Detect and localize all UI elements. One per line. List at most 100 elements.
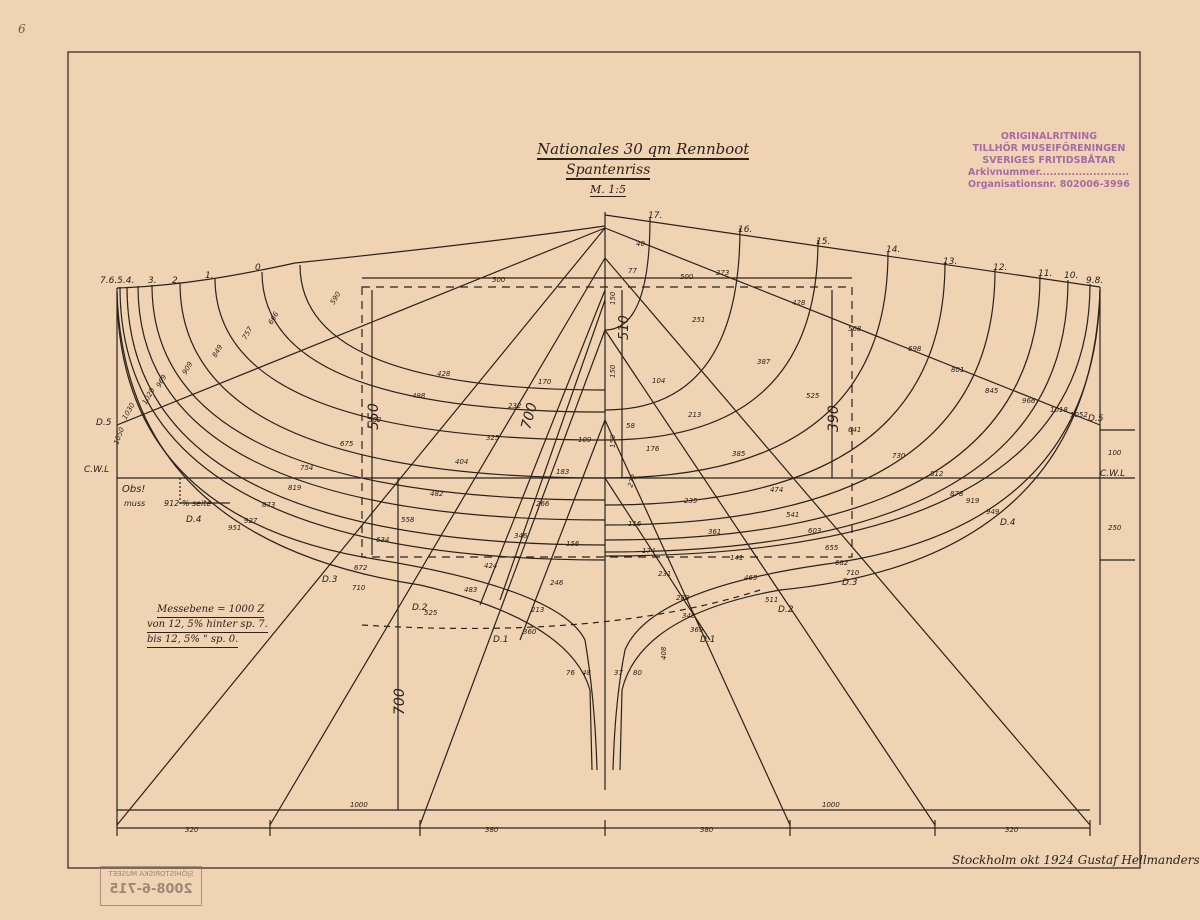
- offset-value: 754: [300, 464, 313, 472]
- offset-value: 37: [614, 669, 623, 677]
- offset-value: 408: [660, 646, 668, 660]
- offset-value: 525: [424, 609, 438, 617]
- waterline-label: C.W.L: [84, 465, 109, 475]
- offset-value: 909: [181, 360, 195, 376]
- archive-museum: SJÖHISTORISKA MUSEET: [108, 870, 194, 878]
- offset-value: 666: [267, 310, 281, 326]
- offset-value: 568: [848, 325, 862, 333]
- station-label: 17.: [648, 211, 662, 221]
- note-line: Messebene = 1000 Z: [157, 603, 265, 618]
- note-line: bis 12, 5% " sp. 0.: [147, 633, 239, 648]
- archive-stamp: SJÖHISTORISKA MUSEET 2008-6-715: [100, 866, 202, 906]
- offset-value: 812: [930, 470, 944, 478]
- diagonal-label: D.4: [1000, 518, 1016, 528]
- offset-value: 757: [241, 325, 255, 341]
- offset-value: 845: [985, 387, 999, 395]
- dimension-700-arrow: [479, 289, 606, 606]
- frame-line-right: [604, 217, 651, 331]
- diagonal-line: [604, 257, 1091, 826]
- dimension-label: 100: [1108, 449, 1122, 457]
- frame-line-left: [299, 264, 606, 391]
- offset-value: 675: [340, 440, 354, 448]
- offset-value: 109: [578, 436, 592, 444]
- dimension-label: 700: [392, 688, 408, 715]
- offset-value: 246: [550, 579, 564, 587]
- frame-line-right: [604, 251, 889, 479]
- offset-value: muss: [124, 499, 145, 508]
- station-label: 15.: [816, 237, 830, 247]
- diagonal-label: D.2: [778, 605, 794, 615]
- offset-value: 672: [354, 564, 368, 572]
- offset-value: 360: [523, 628, 537, 636]
- offset-value: 174: [642, 547, 655, 555]
- offset-value: 272: [626, 473, 638, 489]
- frame-line-right: [604, 283, 1091, 557]
- diagonal-line: [116, 227, 606, 426]
- stamp-line: SVERIGES FRITIDSBÅTAR: [982, 155, 1116, 166]
- dimension-label: 1000: [350, 801, 368, 809]
- offset-value: 1018: [1050, 406, 1068, 414]
- offset-value: 404: [455, 458, 468, 466]
- offset-value: 1050: [112, 426, 126, 446]
- signature: Stockholm okt 1924 Gustaf Hellmanders: [952, 853, 1200, 867]
- offset-value: 231: [658, 570, 671, 578]
- stamp-line: TILLHÖR MUSEIFÖRENINGEN: [972, 143, 1126, 154]
- offset-value: 849: [211, 343, 225, 359]
- frame-line-right: [604, 239, 819, 441]
- offset-value: 340: [682, 612, 696, 620]
- offset-value: 483: [464, 586, 477, 594]
- dimension-label: 250: [1108, 524, 1122, 532]
- offset-value: 525: [806, 392, 820, 400]
- dimension-700-arrow: [499, 299, 606, 601]
- diagonal-label: D.1: [700, 635, 716, 645]
- diagonal-label: D.5: [96, 418, 112, 428]
- offset-value: 235: [684, 497, 698, 505]
- frame-line-left: [126, 286, 606, 546]
- frame-line-left: [119, 286, 606, 561]
- frame-line-right-keel: [619, 289, 1101, 771]
- station-label: 10.: [1064, 271, 1078, 281]
- offset-value: 655: [825, 544, 839, 552]
- offset-value: 878: [950, 490, 964, 498]
- diagonal-label: D.3: [322, 575, 338, 585]
- offset-value: 927: [244, 517, 258, 525]
- offset-value: 424: [484, 562, 497, 570]
- frame-line-left: [214, 277, 606, 441]
- dimension-label: 500: [680, 273, 694, 281]
- offset-value: 873: [262, 501, 275, 509]
- dimension-label: 390: [826, 405, 842, 432]
- dimension-label: 320: [1005, 826, 1019, 834]
- dashed-line: [361, 589, 761, 630]
- stamp-line: Arkivnummer.........................: [968, 167, 1130, 178]
- diagonal-label: D.2: [412, 603, 428, 613]
- drawing-border: [67, 51, 1141, 869]
- offset-value: 80: [633, 669, 642, 677]
- station-label: 0: [255, 263, 261, 273]
- dimension-label: 700: [518, 401, 540, 431]
- frame-line-right: [604, 279, 1069, 553]
- offset-value: 482: [430, 490, 444, 498]
- dimension-label: 1000: [822, 801, 840, 809]
- offset-value: 634: [376, 536, 389, 544]
- offset-value: 141: [730, 554, 743, 562]
- frame-line-right: [604, 261, 946, 506]
- dimension-label: 380: [700, 826, 714, 834]
- offset-value: 76: [566, 669, 575, 677]
- offset-value: 558: [401, 516, 415, 524]
- offset-value: 266: [536, 500, 550, 508]
- offset-value: 912 % seite: [164, 499, 211, 508]
- offset-value: 710: [846, 569, 860, 577]
- offset-value: 48: [582, 669, 591, 677]
- drawing-subtitle: Spantenriss: [566, 162, 651, 180]
- offset-value: 77: [628, 267, 637, 275]
- offset-value: 387: [757, 358, 771, 366]
- diagonal-line: [269, 257, 606, 826]
- offset-value: 1052: [1070, 411, 1088, 419]
- dimension-label: 320: [185, 826, 199, 834]
- offset-value: 325: [486, 434, 500, 442]
- offset-value: 641: [848, 426, 861, 434]
- diagonal-line: [604, 329, 936, 826]
- station-label: 2.: [172, 276, 181, 286]
- drawing-scale: M. 1:5: [590, 183, 626, 197]
